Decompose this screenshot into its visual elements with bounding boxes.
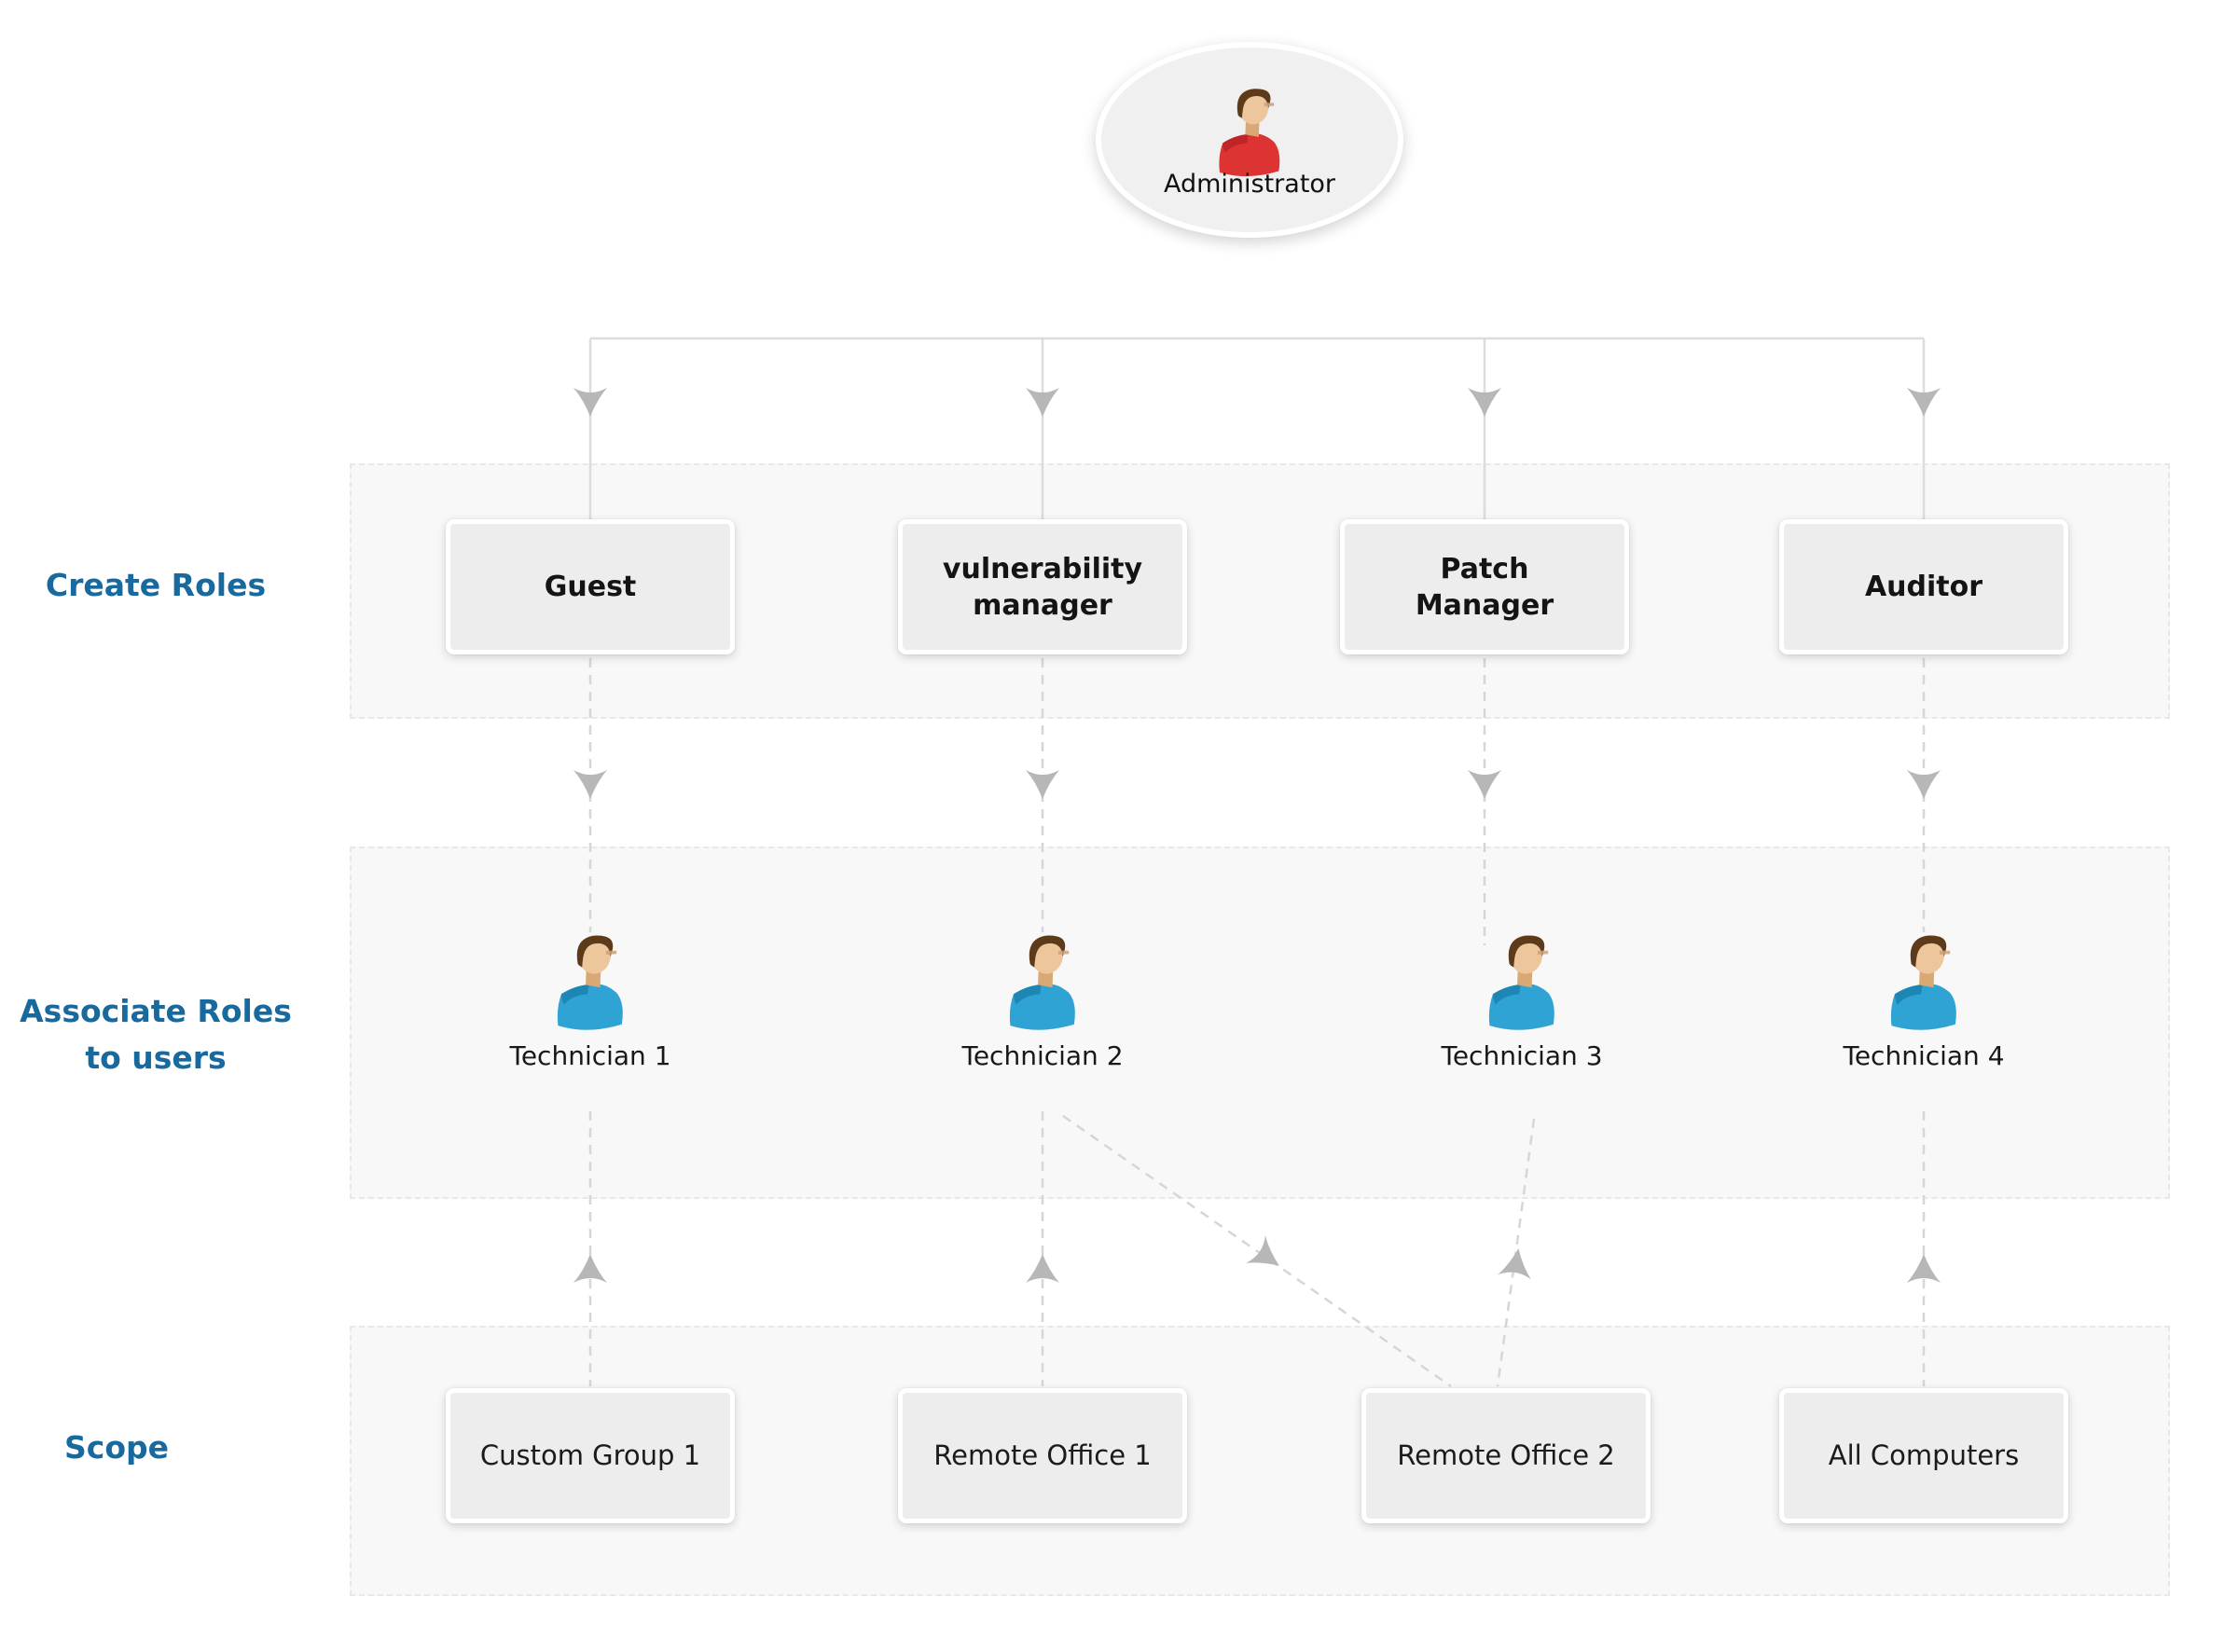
role-label: Patch Manager [1415,552,1554,622]
role-label: Guest [544,571,637,603]
role-box-auditor: Auditor [1779,519,2068,654]
scope-box-custom-group-1: Custom Group 1 [446,1388,735,1523]
person-blue-icon [547,932,633,1035]
technician-label: Technician 4 [1843,1040,2005,1071]
scope-to-technician-arrowheads [573,1235,1941,1283]
technician-1-node: Technician 1 [450,932,730,1071]
technician-label: Technician 3 [1441,1040,1603,1071]
scope-label: Remote Office 1 [933,1439,1152,1471]
scope-box-remote-office-2: Remote Office 2 [1361,1388,1651,1523]
role-box-patch-manager: Patch Manager [1340,519,1629,654]
role-box-guest: Guest [446,519,735,654]
stage-label-create-roles: Create Roles [45,567,267,603]
scope-label: All Computers [1828,1439,2020,1471]
role-label: vulnerability manager [942,552,1143,622]
scope-box-all-computers: All Computers [1779,1388,2068,1523]
stage-label-associate-roles: Associate Roles to users [20,993,292,1076]
administrator-label: Administrator [1163,169,1336,199]
technician-label: Technician 1 [509,1040,671,1071]
scope-box-remote-office-1: Remote Office 1 [898,1388,1187,1523]
role-box-vulnerability-manager: vulnerability manager [898,519,1187,654]
person-blue-icon [1881,932,1967,1035]
technician-label: Technician 2 [961,1040,1124,1071]
scope-label: Remote Office 2 [1397,1439,1615,1471]
person-blue-icon [1479,932,1565,1035]
role-label: Auditor [1864,571,1983,603]
role-to-technician-arrowheads [573,770,1941,799]
person-red-icon [1209,86,1290,181]
technician-3-node: Technician 3 [1382,932,1662,1071]
tree-arrowheads [573,388,1941,417]
technician-2-node: Technician 2 [903,932,1182,1071]
technician-4-node: Technician 4 [1784,932,2064,1071]
administrator-node: Administrator [1096,42,1403,238]
scope-label: Custom Group 1 [479,1439,701,1471]
person-blue-icon [1000,932,1085,1035]
stage-label-scope: Scope [63,1429,169,1466]
